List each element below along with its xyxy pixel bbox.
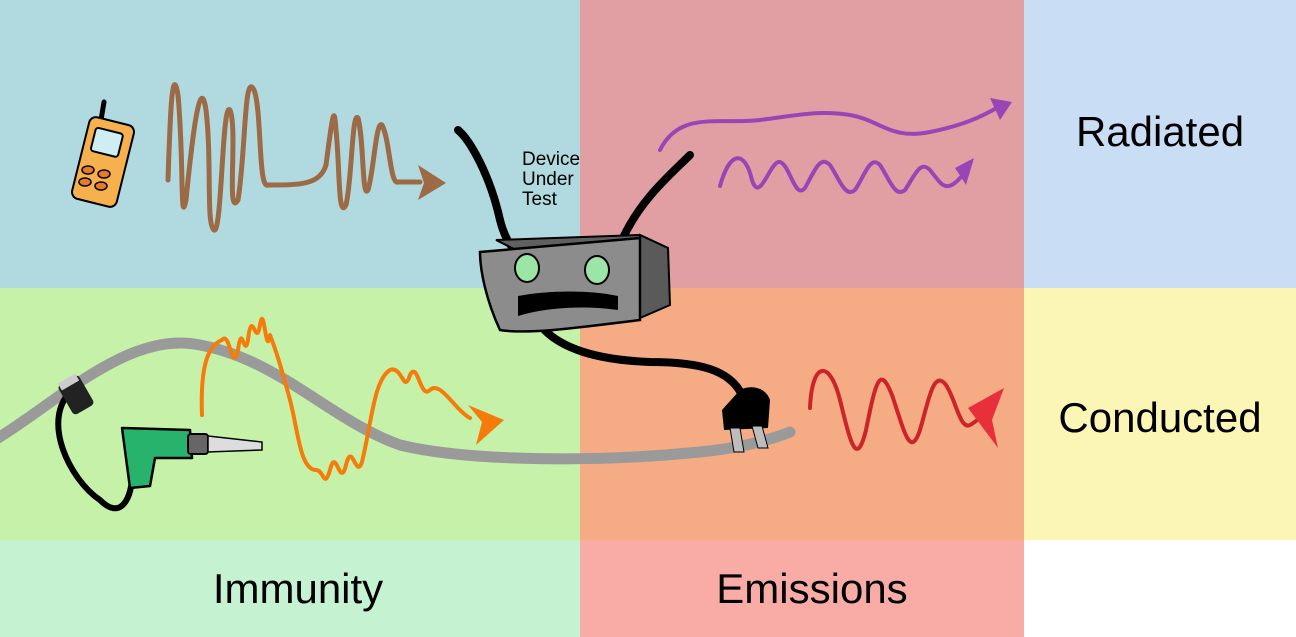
dut-label-line1: Device <box>522 149 581 170</box>
emissions-label: Emissions <box>716 565 908 612</box>
device-under-test-label: Device Under Test <box>522 150 580 210</box>
radiated-emission-waves <box>658 98 1012 194</box>
empty-corner-cell <box>1024 540 1296 637</box>
conducted-label: Conducted <box>1058 394 1262 441</box>
radio-wave-signal <box>165 82 446 233</box>
mains-cable <box>0 337 796 465</box>
radiated-label-cell <box>1024 0 1296 288</box>
radiated-label: Radiated <box>1075 108 1245 155</box>
robot-device-icon <box>454 126 746 399</box>
conducted-immunity-wave <box>199 316 504 481</box>
conducted-label-cell <box>1024 288 1296 540</box>
conducted-emission-wave <box>808 369 1004 451</box>
immunity-label-cell <box>0 540 580 637</box>
walkie-talkie-icon <box>71 99 135 208</box>
emissions-label-cell <box>580 540 1024 637</box>
power-drill-icon <box>55 373 263 512</box>
emissions-radiated-quadrant <box>580 0 1024 288</box>
immunity-label: Immunity <box>212 565 384 612</box>
dut-label-line2: Under <box>522 169 574 190</box>
power-plug-icon <box>722 387 770 453</box>
dut-label-line3: Test <box>522 189 557 210</box>
emissions-conducted-quadrant <box>580 288 1024 540</box>
